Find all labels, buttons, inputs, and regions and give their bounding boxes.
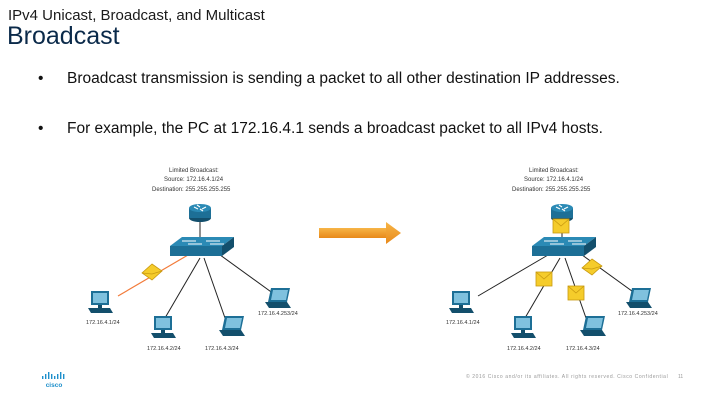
info-line: Source: 172.16.4.1/24: [524, 177, 584, 183]
laptop-icon: [265, 288, 291, 308]
laptop-icon: [626, 288, 652, 308]
pc-icon: [449, 291, 474, 313]
host-label: 172.16.4.2/24: [147, 346, 181, 352]
host-label: 172.16.4.2/24: [507, 346, 541, 352]
host-label: 172.16.4.1/24: [446, 320, 480, 326]
envelope-icon: [567, 285, 585, 301]
cisco-logo: cisco: [42, 372, 65, 389]
info-line: Destination: 255.255.255.255: [152, 187, 231, 193]
host-label: 172.16.4.253/24: [618, 311, 658, 317]
host-label: 172.16.4.1/24: [86, 320, 120, 326]
laptop-icon: [580, 316, 606, 336]
info-line: Source: 172.16.4.1/24: [164, 177, 224, 183]
envelope-icon: [535, 271, 553, 287]
envelope-icon: [141, 263, 163, 281]
pc-icon: [511, 316, 536, 338]
pc-icon: [88, 291, 113, 313]
info-line: Destination: 255.255.255.255: [512, 187, 591, 193]
slide-title: Broadcast: [7, 22, 120, 50]
switch-icon: [169, 236, 235, 257]
bullet-dot: •: [38, 70, 44, 87]
diagram-after: Limited Broadcast: Source: 172.16.4.1/24…: [446, 168, 658, 352]
bullet-text: For example, the PC at 172.16.4.1 sends …: [67, 120, 603, 137]
page-number: 11: [678, 374, 684, 380]
info-line: Limited Broadcast:: [529, 168, 579, 174]
bullet-text: Broadcast transmission is sending a pack…: [67, 70, 620, 87]
host-label: 172.16.4.3/24: [205, 346, 239, 352]
router-icon: [188, 203, 212, 223]
laptop-icon: [219, 316, 245, 336]
right-arrow-icon: [319, 222, 401, 244]
copyright-footer: © 2016 Cisco and/or its affiliates. All …: [466, 374, 669, 380]
slide-subtitle: IPv4 Unicast, Broadcast, and Multicast: [8, 7, 265, 24]
host-label: 172.16.4.3/24: [566, 346, 600, 352]
pc-icon: [151, 316, 176, 338]
diagram-before: Limited Broadcast: Source: 172.16.4.1/24…: [86, 168, 298, 352]
switch-icon: [531, 236, 597, 257]
info-line: Limited Broadcast:: [169, 168, 219, 174]
svg-text:cisco: cisco: [46, 382, 63, 389]
bullet-dot: •: [38, 120, 44, 137]
envelope-icon: [552, 218, 570, 234]
host-label: 172.16.4.253/24: [258, 311, 298, 317]
envelope-icon: [581, 258, 603, 276]
